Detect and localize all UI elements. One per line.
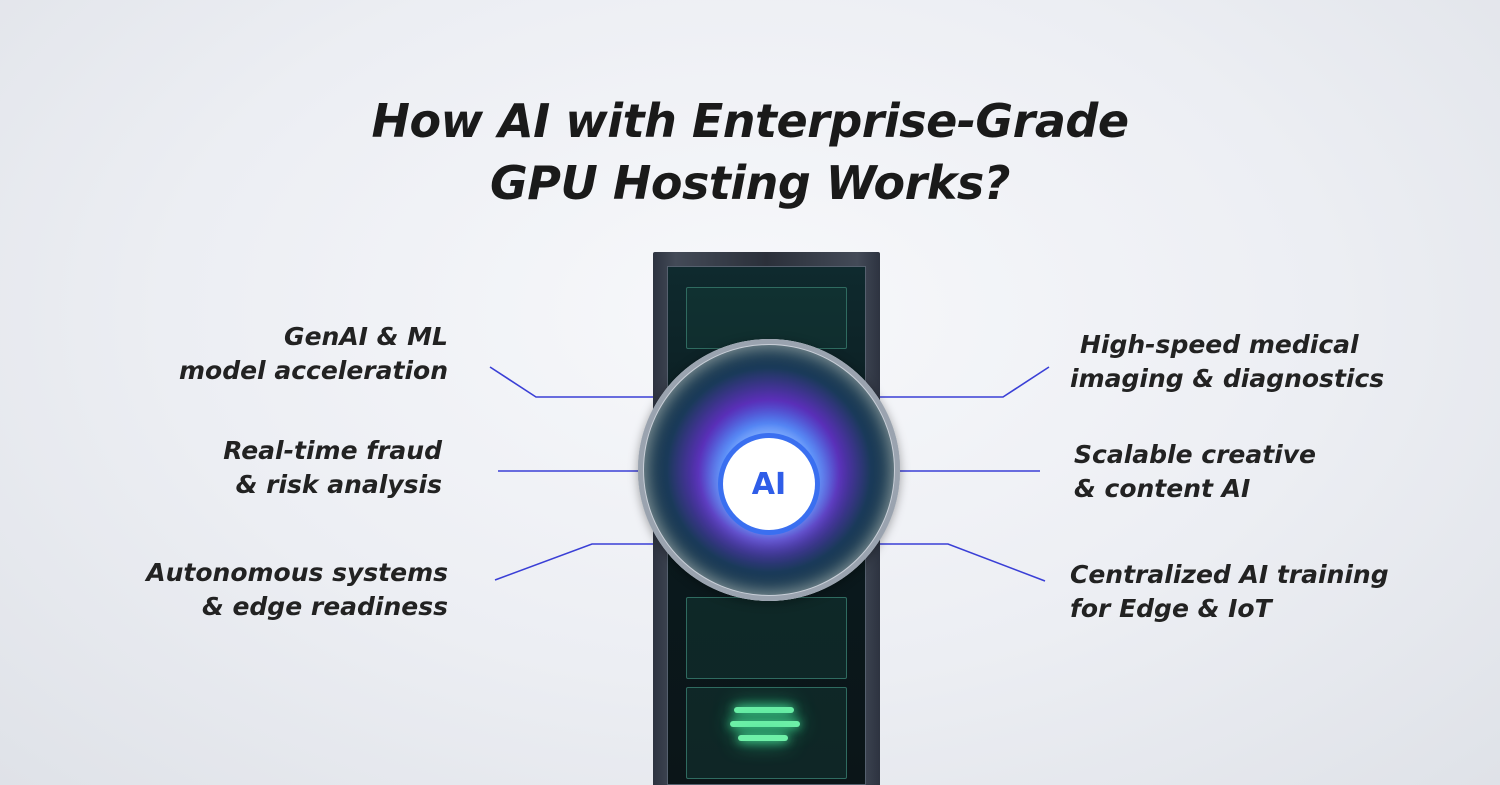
feature-left-1: GenAI & ML model acceleration <box>179 320 448 388</box>
connector-left-1 <box>489 366 655 398</box>
gpu-light <box>738 735 788 741</box>
ai-badge: AI <box>723 438 815 530</box>
circuit-board <box>686 687 847 779</box>
connector-left-3 <box>494 543 655 581</box>
feature-left-2-line-1: Real-time fraud <box>223 436 442 465</box>
circuit-board <box>686 597 847 679</box>
page-title: How AI with Enterprise-Grade GPU Hosting… <box>0 90 1500 214</box>
gpu-light <box>730 721 800 727</box>
feature-left-3-line-2: & edge readiness <box>201 592 448 621</box>
feature-right-2-line-1: Scalable creative <box>1074 440 1317 469</box>
feature-right-2: Scalable creative & content AI <box>1074 438 1316 506</box>
feature-right-2-line-2: & content AI <box>1074 474 1251 503</box>
feature-right-1-line-2: imaging & diagnostics <box>1070 364 1385 393</box>
feature-left-2-line-2: & risk analysis <box>235 470 442 499</box>
feature-right-3-line-1: Centralized AI training <box>1070 560 1389 589</box>
title-line-2: GPU Hosting Works? <box>490 156 1010 210</box>
feature-left-3: Autonomous systems & edge readiness <box>146 556 448 624</box>
feature-right-3-line-2: for Edge & IoT <box>1070 594 1272 623</box>
title-line-1: How AI with Enterprise-Grade <box>371 94 1129 148</box>
connector-right-3 <box>880 543 1046 582</box>
feature-left-1-line-2: model acceleration <box>178 356 448 385</box>
feature-left-3-line-1: Autonomous systems <box>146 558 448 587</box>
feature-right-3: Centralized AI training for Edge & IoT <box>1070 558 1389 626</box>
feature-left-2: Real-time fraud & risk analysis <box>223 434 442 502</box>
feature-right-1-line-1: High-speed medical <box>1080 330 1359 359</box>
connector-right-1 <box>880 366 1050 398</box>
lens-ring <box>638 339 900 601</box>
feature-left-1-line-1: GenAI & ML <box>284 322 448 351</box>
gpu-light <box>734 707 794 713</box>
feature-right-1: High-speed medical imaging & diagnostics <box>1070 328 1384 396</box>
